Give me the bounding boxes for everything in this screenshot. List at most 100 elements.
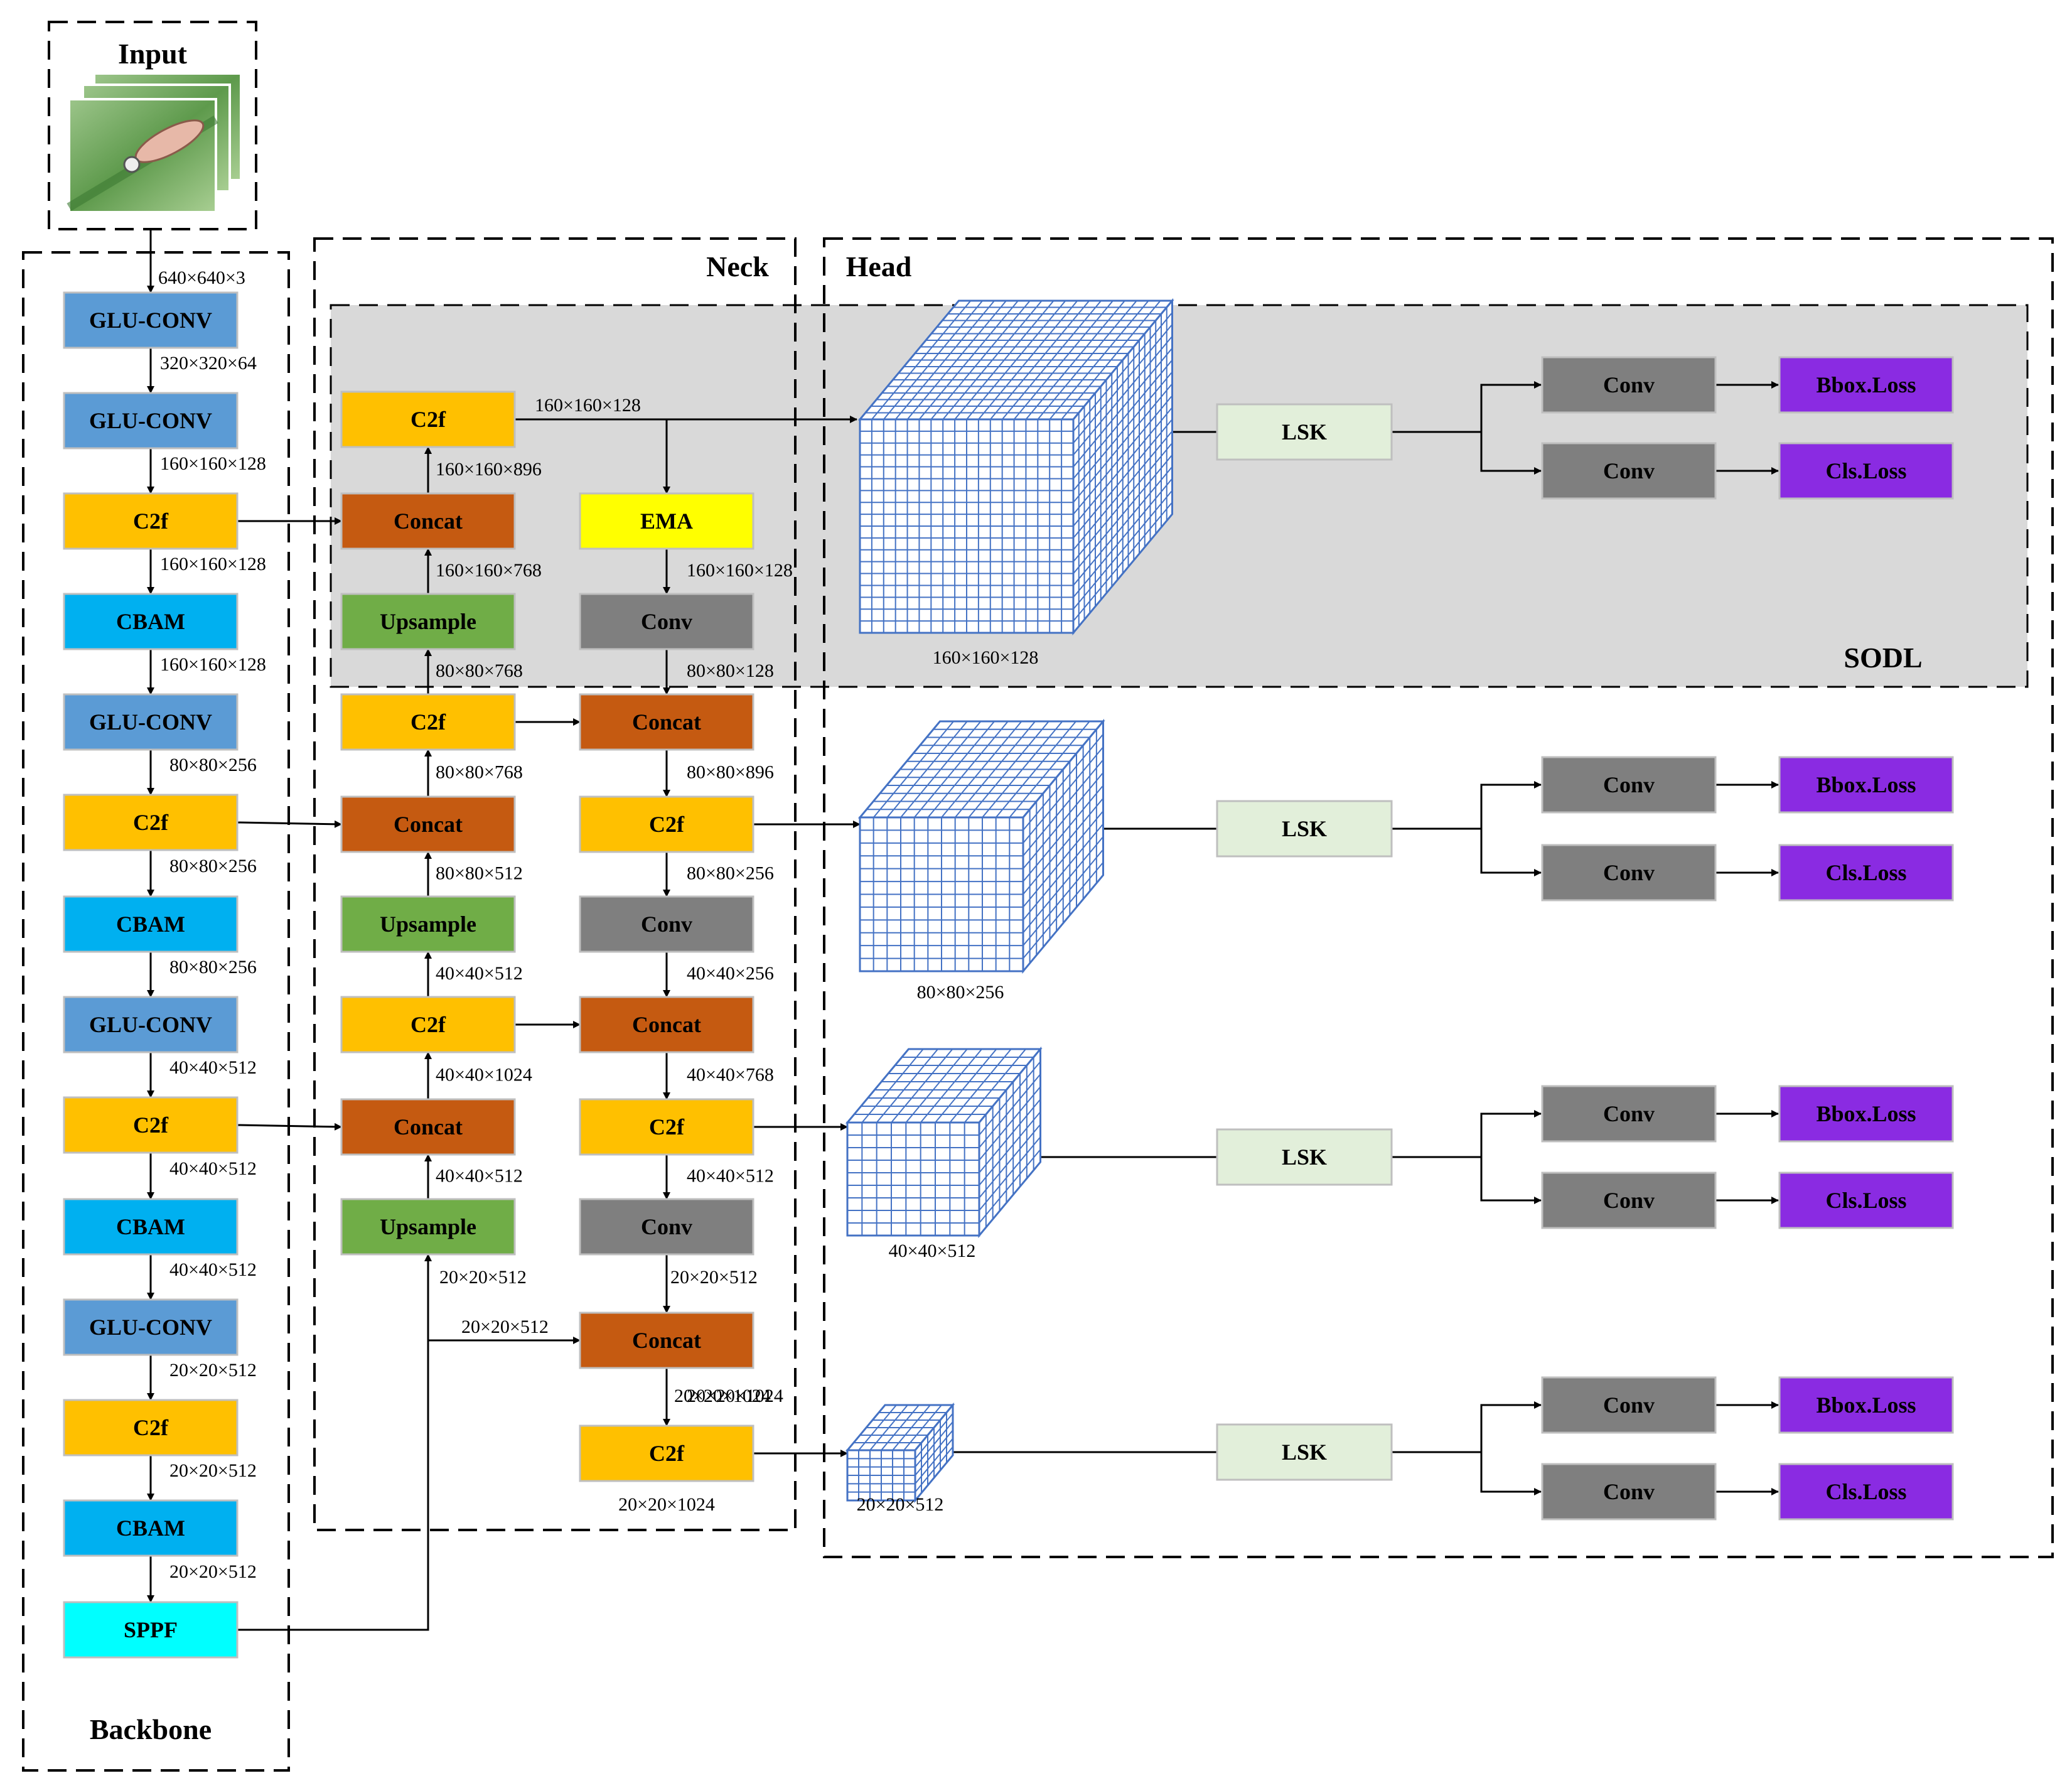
bbox-loss-3-label: Bbox.Loss <box>1816 1101 1916 1126</box>
neck-left-dim-5: 80×80×512 <box>436 863 523 884</box>
neck-right-ema-1: EMA <box>579 492 754 550</box>
backbone-c2f-6-label: C2f <box>133 810 169 835</box>
head-conv-b-1: Conv <box>1541 442 1717 500</box>
feature-grid-160: 160×160×128 <box>857 298 1174 668</box>
lsk-to-conv-a-2 <box>1392 781 1542 830</box>
neck-left-c2f-1: C2f <box>340 390 516 448</box>
backbone-dim-7: 80×80×256 <box>169 856 257 876</box>
head-conv-a-4: Conv <box>1541 1376 1717 1434</box>
neck-left-upsample-6: Upsample <box>340 895 516 953</box>
backbone-dim-10: 40×40×512 <box>169 1158 257 1179</box>
backbone-cbam-7: CBAM <box>63 895 239 953</box>
backbone-glu-conv-11: GLU-CONV <box>63 1298 239 1356</box>
lsk-block-1-label: LSK <box>1282 419 1327 444</box>
head-conv-b-4: Conv <box>1541 1463 1717 1521</box>
neck-right-concat-6: Concat <box>579 996 754 1053</box>
input-image-stack <box>67 72 242 213</box>
neck-right-dim-10: 20×20×512 <box>670 1267 758 1288</box>
neck-right-conv-2: Conv <box>579 593 754 650</box>
backbone-c2f-9-label: C2f <box>133 1112 169 1138</box>
backbone-dim-2: 320×320×64 <box>160 353 257 374</box>
neck-left-dim-6: 40×40×512 <box>436 963 523 984</box>
backbone-glu-conv-2-label: GLU-CONV <box>89 408 212 433</box>
neck-left-dim-1: 160×160×896 <box>436 459 542 480</box>
backbone-c2f-3: C2f <box>63 492 239 550</box>
backbone-dim-14: 20×20×512 <box>169 1561 257 1582</box>
backbone-glu-conv-1-label: GLU-CONV <box>89 308 212 333</box>
head-conv-a-1-label: Conv <box>1603 372 1655 397</box>
backbone-dim-1: 640×640×3 <box>158 267 245 288</box>
neck-right-conv-5-label: Conv <box>641 912 692 937</box>
neck-right-dim-5: 80×80×256 <box>687 863 774 884</box>
backbone-dim-13: 20×20×512 <box>169 1460 257 1481</box>
neck-right-dim-7: 40×40×768 <box>687 1065 774 1085</box>
backbone-glu-conv-8-label: GLU-CONV <box>89 1012 212 1037</box>
bbox-loss-2: Bbox.Loss <box>1778 756 1954 814</box>
neck-left-c2f-4-label: C2f <box>411 709 446 735</box>
neck-left-dim-7: 40×40×1024 <box>436 1065 532 1085</box>
head-conv-a-1: Conv <box>1541 356 1717 414</box>
backbone-cbam-10-label: CBAM <box>116 1214 185 1239</box>
backbone-dim-5: 160×160×128 <box>160 654 266 675</box>
lsk-to-conv-b-3 <box>1480 1157 1542 1204</box>
head-conv-b-3-label: Conv <box>1603 1188 1655 1213</box>
lsk-block-1: LSK <box>1216 403 1393 461</box>
backbone-dim-9: 40×40×512 <box>169 1057 257 1078</box>
backbone-cbam-13-label: CBAM <box>116 1516 185 1541</box>
neck-left-dim-8: 40×40×512 <box>436 1166 523 1187</box>
neck-right-conv-8: Conv <box>579 1198 754 1256</box>
neck-left-c2f-1-label: C2f <box>411 407 446 432</box>
head-title: Head <box>846 250 912 283</box>
head-conv-a-2: Conv <box>1541 756 1717 814</box>
backbone-dim-8: 80×80×256 <box>169 957 257 977</box>
neck-right-conv-5: Conv <box>579 895 754 953</box>
neck-left-c2f-7: C2f <box>340 996 516 1053</box>
backbone-dim-11: 40×40×512 <box>169 1259 257 1280</box>
neck-frame <box>313 237 797 1531</box>
neck-left-concat-2-label: Concat <box>394 509 463 534</box>
lsk-block-3: LSK <box>1216 1128 1393 1186</box>
bb-c2f-2-to-concat <box>237 820 342 828</box>
neck-left-dim-3: 80×80×768 <box>436 660 523 681</box>
backbone-c2f-9: C2f <box>63 1096 239 1154</box>
dimension-labels: 640×640×3 320×320×64 160×160×128 160×160×12… <box>158 267 793 1582</box>
neck-right-concat-6-label: Concat <box>632 1012 701 1037</box>
neck-left-dim-2: 160×160×768 <box>436 560 542 581</box>
lsk-to-conv-b-4 <box>1480 1452 1542 1495</box>
backbone-glu-conv-8: GLU-CONV <box>63 996 239 1053</box>
backbone-glu-conv-5: GLU-CONV <box>63 693 239 751</box>
bbox-loss-1: Bbox.Loss <box>1778 356 1954 414</box>
backbone-dim-4: 160×160×128 <box>160 554 266 574</box>
neck-left-concat-8-label: Concat <box>394 1114 463 1139</box>
neck-left-upsample-6-label: Upsample <box>380 912 476 937</box>
cls-loss-3: Cls.Loss <box>1778 1171 1954 1229</box>
feature-grid-40: 40×40×512 <box>845 1046 1043 1261</box>
neck-left-concat-5: Concat <box>340 795 516 853</box>
bbox-loss-3: Bbox.Loss <box>1778 1085 1954 1143</box>
backbone-frame <box>22 251 290 1772</box>
input-frame <box>48 21 257 230</box>
head-conv-a-2-label: Conv <box>1603 772 1655 797</box>
backbone-glu-conv-5-label: GLU-CONV <box>89 709 212 735</box>
lsk-block-3-label: LSK <box>1282 1144 1327 1170</box>
backbone-cbam-4-label: CBAM <box>116 609 185 634</box>
blocks: GLU-CONVGLU-CONVC2fCBAMGLU-CONVC2fCBAMGL… <box>63 291 1954 1659</box>
backbone-sppf-14: SPPF <box>63 1601 239 1659</box>
backbone-cbam-10: CBAM <box>63 1198 239 1256</box>
lsk-to-conv-b-2 <box>1480 829 1542 876</box>
neck-right-ema-1-label: EMA <box>640 509 693 534</box>
neck-right-dim-1: 160×160×128 <box>535 395 641 416</box>
head-conv-b-3: Conv <box>1541 1171 1717 1229</box>
backbone-title: Backbone <box>90 1713 212 1745</box>
lsk-block-4-label: LSK <box>1282 1440 1327 1465</box>
head-conv-b-2: Conv <box>1541 844 1717 902</box>
neck-left-upsample-3-label: Upsample <box>380 609 476 634</box>
backbone-sppf-14-label: SPPF <box>124 1617 178 1642</box>
head-conv-a-3-label: Conv <box>1603 1101 1655 1126</box>
neck-right-dim-6: 40×40×256 <box>687 963 774 984</box>
lsk-block-2: LSK <box>1216 800 1393 858</box>
backbone-dim-3: 160×160×128 <box>160 453 266 474</box>
neck-left-c2f-4: C2f <box>340 693 516 751</box>
neck-left-dim-4: 80×80×768 <box>436 762 523 783</box>
